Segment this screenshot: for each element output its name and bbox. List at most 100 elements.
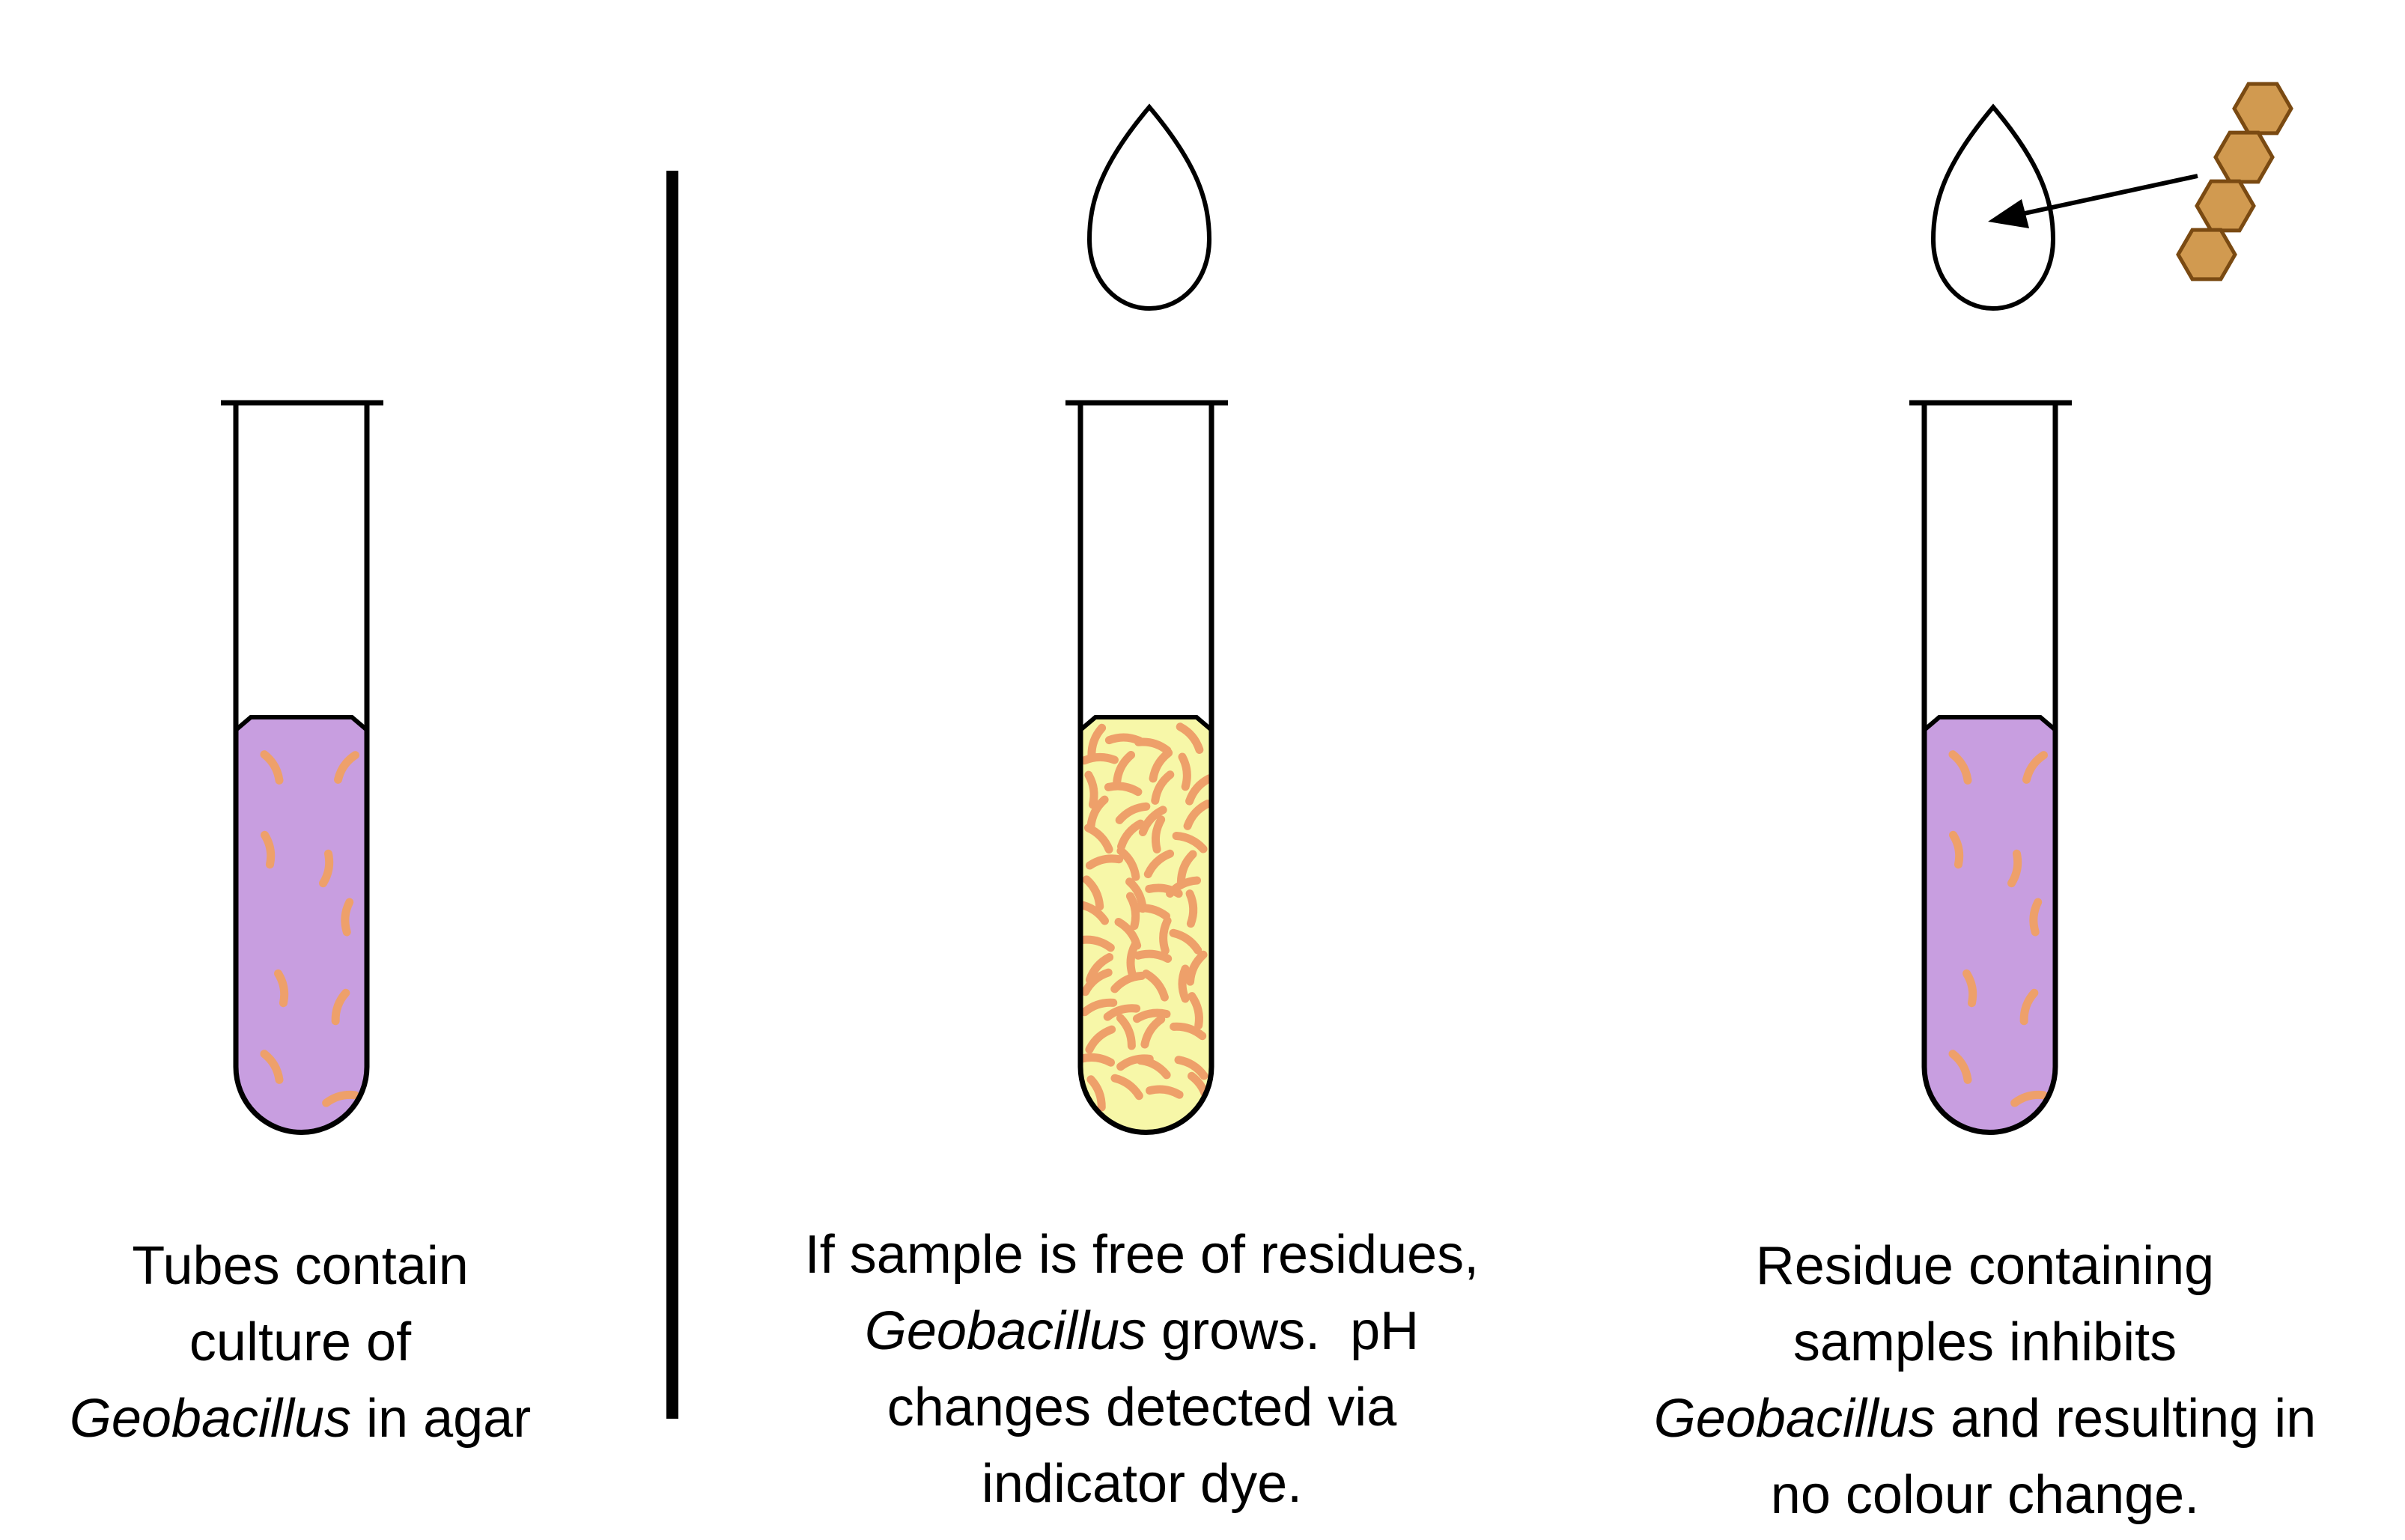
arrow-icon [1988, 174, 2198, 228]
bacterium [1082, 875, 1104, 911]
bacterium [1949, 830, 1964, 869]
caption-line: Geobacillus and resulting in [1653, 1389, 2317, 1449]
bacterium [1084, 770, 1098, 809]
bacterium [2022, 751, 2048, 784]
bacterium [1151, 770, 1175, 805]
bacterium [1948, 750, 1972, 785]
bacterium [1116, 847, 1140, 881]
test-tube-outline [233, 403, 370, 1135]
caption-line: indicator dye. [981, 1454, 1303, 1514]
bacterium [2029, 898, 2043, 937]
organism-name: Geobacillus [864, 1301, 1147, 1361]
test-tube-outline [1077, 403, 1214, 1135]
bacterium [1183, 800, 1211, 830]
residue-molecule-icon [2176, 82, 2293, 281]
bacterium [1138, 806, 1167, 837]
bacterium [1185, 774, 1211, 806]
caption-control: Tubes contain culture of Geobacillus in … [0, 1228, 601, 1457]
hexagon-ring [2176, 228, 2237, 281]
bacterium [274, 969, 289, 1008]
bacteria-sparse [260, 750, 359, 1107]
bacterium [1086, 1075, 1106, 1112]
bacterium [1166, 876, 1202, 898]
bacterium [1126, 940, 1140, 979]
caption-line: Geobacillus grows. pH [864, 1301, 1420, 1361]
bacterium [1149, 749, 1173, 783]
bacterium [1962, 969, 1977, 1008]
bacterium [1110, 1074, 1143, 1101]
caption-line: no colour change. [1770, 1465, 2200, 1525]
water-drop-icon [1086, 103, 1212, 311]
caption-inhibited: Residue containing samples inhibits Geob… [1565, 1228, 2405, 1533]
bacterium [319, 849, 334, 888]
test-tube-inhibited [1909, 400, 2072, 1135]
bacterium [1169, 928, 1202, 955]
bacterium [261, 830, 276, 869]
bacterium [1146, 1085, 1184, 1099]
bacterium [1113, 750, 1136, 786]
agar-fill-purple [1924, 717, 2055, 1133]
bacterium [1142, 970, 1169, 1002]
bacterium [1178, 964, 1190, 1003]
bacterium [1104, 733, 1143, 745]
bacterium [341, 898, 354, 937]
test-tube-growth [1065, 400, 1228, 1135]
bacterium [1132, 1008, 1171, 1023]
agar-surface-line [1079, 715, 1213, 732]
bacterium [1104, 782, 1143, 797]
bacterium [334, 751, 359, 784]
bacterium [1115, 802, 1151, 824]
bacterium [2010, 1090, 2048, 1107]
bacterium [1086, 795, 1109, 831]
bacterium [1143, 849, 1175, 879]
organism-name: Geobacillus [69, 1389, 352, 1449]
bacterium [260, 750, 284, 785]
bacterium [1170, 1022, 1207, 1041]
bacterium [1117, 819, 1145, 851]
bacterium [1085, 953, 1114, 984]
bacterium [1186, 950, 1208, 986]
test-tube-outline [1921, 403, 2058, 1135]
caption-growth: If sample is free of residues, Geobacill… [700, 1217, 1584, 1522]
bacterium [1188, 992, 1203, 1030]
bacterium [1133, 904, 1170, 921]
bacteria-dense [1080, 722, 1211, 1112]
bacterium [1136, 1056, 1171, 1080]
hexagon-ring [2195, 179, 2256, 233]
caption-line: Residue containing [1755, 1236, 2215, 1296]
agar-surface-line [1923, 715, 2057, 732]
bacterium [1085, 854, 1124, 870]
bacterium [1174, 1056, 1208, 1080]
bacterium [1110, 971, 1146, 993]
test-tube-control [221, 400, 383, 1135]
bacterium [1159, 916, 1172, 955]
caption-line: Tubes contain [132, 1236, 469, 1296]
hexagon-ring [2213, 130, 2275, 184]
bacterium [331, 988, 350, 1026]
bacterium [1176, 850, 1197, 886]
caption-line: samples inhibits [1793, 1312, 2177, 1372]
bacterium [1140, 1014, 1166, 1049]
bacterium [1080, 998, 1118, 1017]
bacterium [260, 1050, 284, 1084]
hexagon-ring [2232, 82, 2293, 136]
bacterium [1151, 815, 1166, 853]
agar-surface-line [234, 715, 368, 732]
water-drop-icon [1930, 103, 2056, 311]
bacterium [1081, 968, 1113, 996]
bacterium [1080, 935, 1115, 952]
bacterium [2019, 988, 2039, 1026]
bacterium [1103, 1004, 1141, 1021]
organism-name: Geobacillus [1653, 1389, 1936, 1449]
bacterium [1172, 831, 1208, 853]
bacterium [1080, 752, 1119, 765]
agar-fill-purple [236, 717, 367, 1133]
bacterium [1178, 752, 1191, 791]
caption-line: culture of [189, 1312, 412, 1372]
bacterium [1116, 1014, 1136, 1050]
bacterium [1185, 889, 1198, 928]
bacterium [1083, 824, 1113, 854]
bacterium [1176, 722, 1204, 754]
bacterium [1134, 737, 1172, 755]
